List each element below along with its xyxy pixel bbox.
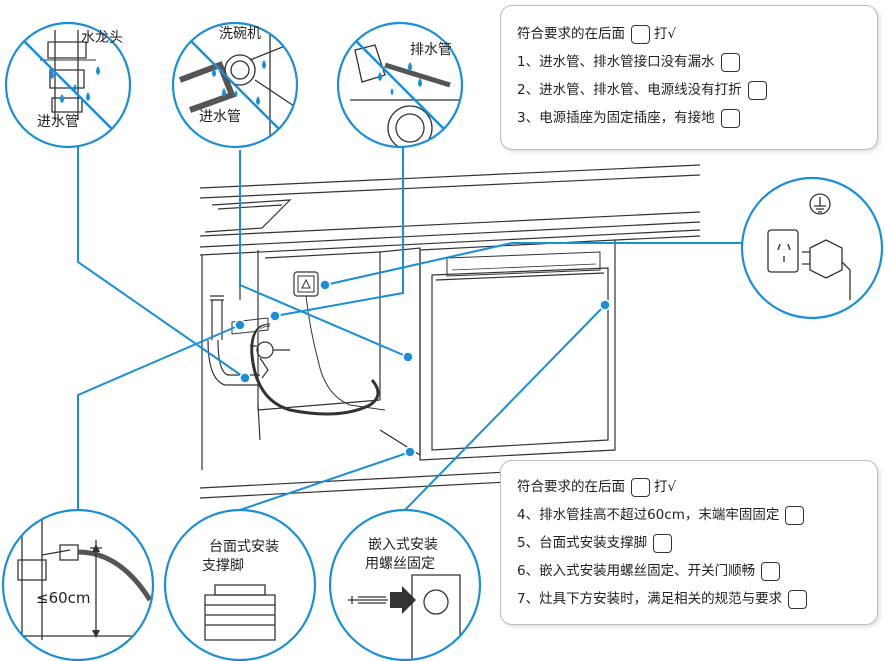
- faucet-label: 水龙头: [81, 30, 123, 46]
- checklist-checkbox[interactable]: [747, 80, 767, 100]
- checklist-header: 符合要求的在后面 打√: [517, 20, 877, 48]
- countertop-install-label: 台面式安装: [209, 539, 279, 555]
- checklist-item-text: 4、排水管挂高不超过60cm，末端牢固固定: [517, 507, 780, 523]
- checklist-item: 4、排水管挂高不超过60cm，末端牢固固定: [517, 501, 877, 529]
- checklist-item: 5、台面式安装支撑脚: [517, 529, 877, 557]
- checklist-checkbox[interactable]: [788, 589, 808, 609]
- prohibited-slash: [23, 40, 113, 130]
- checklist-panel-top: 符合要求的在后面 打√ 1、进水管、排水管接口没有漏水 2、进水管、排水管、电源…: [500, 5, 878, 150]
- checklist-panel-bottom: 符合要求的在后面 打√ 4、排水管挂高不超过60cm，末端牢固固定 5、台面式安…: [500, 460, 878, 625]
- leader-lines: [77, 145, 745, 588]
- prohibited-slash: [190, 40, 280, 130]
- checklist-header-suffix: 打√: [654, 479, 677, 495]
- ground-icon: [809, 193, 831, 215]
- callout-dishwasher-inlet: 洗碗机 进水管: [171, 21, 299, 149]
- checklist-item-text: 7、灶具下方安装时，满足相关的规范与要求: [517, 591, 783, 607]
- checklist-header-text: 符合要求的在后面: [517, 26, 625, 42]
- header-checkbox: [631, 477, 650, 497]
- header-checkbox: [631, 24, 650, 44]
- checklist-item: 3、电源插座为固定插座，有接地: [517, 104, 877, 132]
- checklist-checkbox[interactable]: [720, 52, 740, 72]
- dishwasher-label: 洗碗机: [219, 26, 261, 42]
- checklist-item: 2、进水管、排水管、电源线没有打折: [517, 76, 877, 104]
- builtin-install-label: 嵌入式安装: [368, 537, 438, 553]
- checklist-checkbox[interactable]: [761, 561, 781, 581]
- socket-icon: [767, 229, 799, 273]
- prohibited-slash: [355, 40, 445, 130]
- callout-faucet: 水龙头 进水管: [4, 21, 132, 149]
- leader-endpoints: [234, 279, 611, 458]
- inlet-pipe-label: 进水管: [199, 109, 241, 125]
- checklist-item: 6、嵌入式安装用螺丝固定、开关门顺畅: [517, 557, 877, 585]
- checklist-header-suffix: 打√: [654, 26, 677, 42]
- checklist-item-text: 3、电源插座为固定插座，有接地: [517, 110, 715, 126]
- screw-fix-label: 用螺丝固定: [365, 556, 435, 572]
- drain-pipe-label: 排水管: [410, 42, 452, 58]
- checklist-item-text: 6、嵌入式安装用螺丝固定、开关门顺畅: [517, 563, 756, 579]
- checklist-header: 符合要求的在后面 打√: [517, 473, 877, 501]
- checklist-item-text: 2、进水管、排水管、电源线没有打折: [517, 82, 742, 98]
- callout-support-foot: 台面式安装 支撑脚: [163, 508, 317, 661]
- kitchen-scene: [199, 164, 701, 499]
- callout-screw-fix: 嵌入式安装 用螺丝固定: [328, 508, 482, 661]
- checklist-item: 7、灶具下方安装时，满足相关的规范与要求: [517, 585, 877, 613]
- checklist-item-text: 5、台面式安装支撑脚: [517, 535, 648, 551]
- checklist-checkbox[interactable]: [653, 533, 673, 553]
- callout-drain: 排水管: [336, 21, 464, 149]
- plug-icon: [809, 239, 843, 279]
- checklist-item-text: 1、进水管、排水管接口没有漏水: [517, 54, 715, 70]
- height-limit-label: ≤60cm: [36, 589, 91, 607]
- support-foot-label: 支撑脚: [202, 558, 244, 574]
- checklist-header-text: 符合要求的在后面: [517, 479, 625, 495]
- callout-grounded-plug: [740, 176, 884, 320]
- checklist-checkbox[interactable]: [785, 505, 805, 525]
- inlet-pipe-label: 进水管: [37, 114, 79, 130]
- checklist-item: 1、进水管、排水管接口没有漏水: [517, 48, 877, 76]
- checklist-checkbox[interactable]: [720, 108, 740, 128]
- callout-drain-height: ≤60cm: [1, 508, 155, 661]
